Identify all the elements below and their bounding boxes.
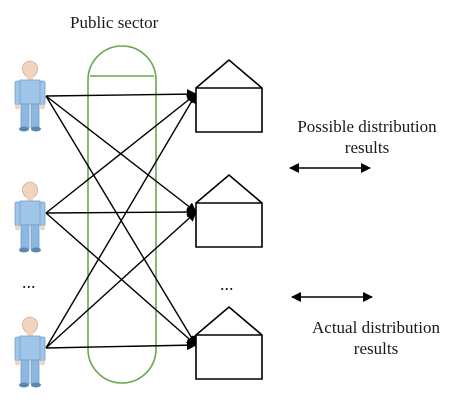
possible-distribution-line2: results	[344, 138, 390, 158]
people-group	[14, 60, 46, 388]
public-sector-label: Public sector	[70, 13, 159, 32]
house-icon	[195, 58, 263, 133]
connection-arrow	[45, 89, 197, 100]
houses-ellipsis: ...	[220, 274, 234, 294]
actual-distribution-label: Actual distribution results	[286, 317, 466, 360]
connection-arrows	[45, 89, 197, 351]
person-icon	[14, 181, 46, 253]
person-icon	[14, 60, 46, 132]
connection-arrow	[45, 212, 197, 346]
connection-arrow	[45, 340, 197, 351]
connection-arrow	[45, 207, 197, 218]
house-icon	[195, 173, 263, 248]
actual-distribution-line2: results	[353, 339, 399, 359]
connection-arrow	[45, 93, 197, 214]
houses-group	[195, 58, 263, 380]
connection-arrow	[45, 211, 197, 349]
house-icon	[195, 305, 263, 380]
public-sector-ellipse	[87, 45, 157, 384]
actual-distribution-line1: Actual distribution	[312, 318, 440, 337]
person-icon	[14, 316, 46, 388]
people-ellipsis: ...	[22, 272, 36, 292]
possible-distribution-line1: Possible distribution	[297, 117, 437, 136]
connection-arrow	[45, 93, 197, 349]
possible-distribution-label: Possible distribution results	[272, 116, 462, 159]
